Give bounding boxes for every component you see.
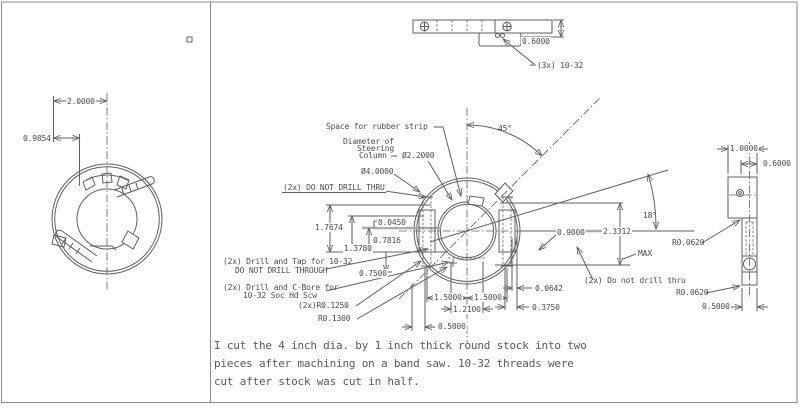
caption-line-1: I cut the 4 inch dia. by 1 inch thick ro… <box>214 339 587 352</box>
dim-0-6000-top: 0.6000 <box>521 37 551 47</box>
front-view-linework <box>282 97 694 344</box>
dim-1-0000: 1.0000 <box>729 144 759 154</box>
dim-angle-45: 45° <box>498 124 512 133</box>
caption-line-2: pieces after machining on a band saw. 10… <box>214 357 574 370</box>
top-view-linework <box>412 20 564 66</box>
caption-line-3: cut after stock was cut in half. <box>214 375 420 388</box>
dim-0-5000-front: 0.5000 <box>437 322 467 332</box>
note-max: MAX <box>638 249 652 258</box>
dim-0-7500: 0.7500 <box>358 269 388 279</box>
dim-2-0000: 2.0000 <box>66 97 96 107</box>
dim-r0-0620-a: R0.0620 <box>672 238 705 247</box>
note-column: Column <box>359 151 387 160</box>
note-steering: Steering <box>357 144 394 153</box>
note-diameter-of: Diameter of <box>343 137 394 146</box>
dim-dia-4-0000: Ø4.0000 <box>360 167 395 177</box>
dim-1-5000-left: 1.5000 <box>433 293 463 303</box>
dim-1-3780: 1.3780 <box>343 244 373 254</box>
note-drill-tap-line2: DO NOT DRILL THROUGH <box>235 266 328 275</box>
note-do-not-drill-small: (2x) Do not drill thru <box>584 276 686 285</box>
dim-0-0450: 0.0450 <box>377 218 407 228</box>
dim-0-0642: 0.0642 <box>534 284 564 294</box>
note-c-bore-line1: (2x) Drill and C-Bore for <box>223 283 339 292</box>
dim-0-3750: 0.3750 <box>531 303 561 313</box>
left-view-linework <box>51 93 163 292</box>
dim-0-9854: 0.9854 <box>22 134 52 144</box>
dim-1-5000-right: 1.5000 <box>473 293 503 303</box>
dim-1-2100: 1.2100 <box>452 305 482 315</box>
dim-0-5000-side: 0.5000 <box>702 302 730 311</box>
dim-dia-2-2000: Ø2.2000 <box>401 151 436 161</box>
note-3x-10-32: (3x) 10-32 <box>537 61 584 70</box>
dim-0-9000: 0.9000 <box>556 228 586 238</box>
note-do-not-drill-thru: (2x) DO NOT DRILL THRU <box>282 183 386 194</box>
note-rubber-strip: Space for rubber strip <box>326 122 428 131</box>
dim-r0-0620-b: R0.0620 <box>676 288 709 297</box>
dim-0-6000-side: 0.6000 <box>762 159 792 169</box>
dim-angle-18: 18° <box>643 211 657 220</box>
dim-1-7674: 1.7674 <box>314 223 344 233</box>
note-c-bore-line2: 10-32 Soc Hd Scw <box>243 291 317 300</box>
side-view-linework <box>701 142 768 311</box>
dim-2-3312: 2.3312 <box>602 227 632 237</box>
dim-0-7816: 0.7816 <box>372 236 402 246</box>
dim-r0-1250: (2x)R0.1250 <box>298 301 349 310</box>
note-drill-tap-line1: (2x) Drill and Tap for 10-32 <box>223 257 353 266</box>
dim-r0-1300: R0.1300 <box>318 314 351 323</box>
frame-lines <box>1 1 798 403</box>
